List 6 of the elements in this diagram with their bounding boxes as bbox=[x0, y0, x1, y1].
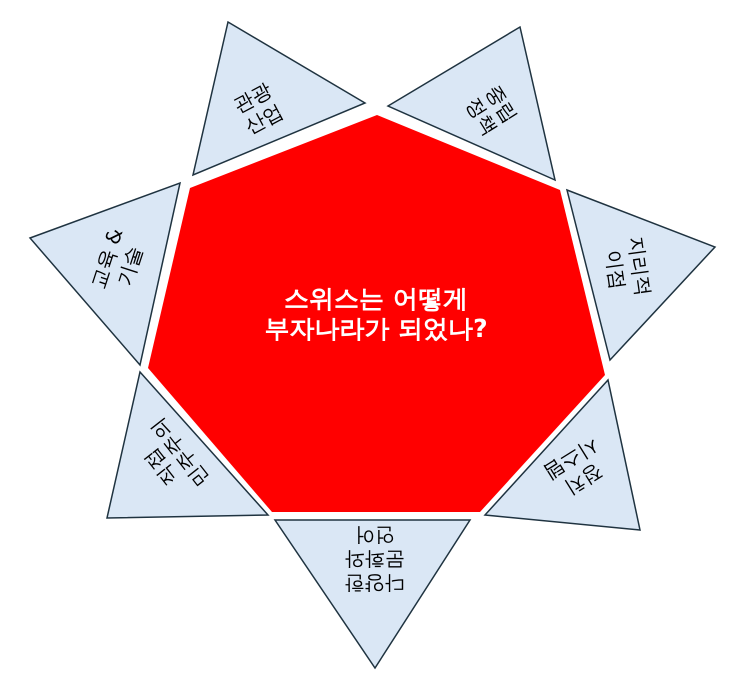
node-label: 관광 산업 bbox=[228, 76, 288, 141]
node-label: 다양한 문화와 언어 bbox=[344, 524, 406, 596]
node-label: 중립 정책 bbox=[460, 79, 524, 142]
node-label: 지리적 이점 bbox=[600, 234, 657, 300]
node-label: 교육 &기술 bbox=[84, 224, 148, 294]
node-label: 스위스는 어떻게 부자나라가 되었나? bbox=[263, 284, 489, 344]
